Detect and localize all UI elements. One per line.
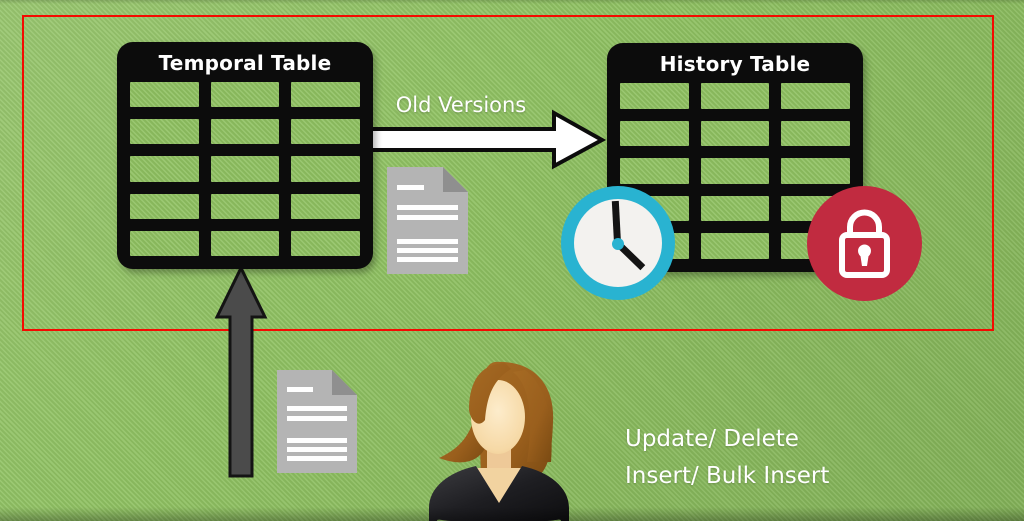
table-cell [781, 83, 850, 109]
actions-line-2: Insert/ Bulk Insert [625, 463, 830, 489]
table-cell [210, 230, 280, 256]
table-cell [700, 158, 770, 184]
table-cell [700, 195, 770, 222]
table-cell [291, 119, 360, 145]
temporal-table: Temporal Table [117, 42, 373, 269]
table-cell [210, 156, 280, 182]
table-cell [130, 119, 199, 145]
temporal-table-grid [130, 82, 360, 256]
right-arrow [369, 109, 607, 170]
table-cell [620, 83, 689, 109]
table-cell [620, 158, 689, 184]
clock-icon [561, 186, 675, 300]
table-cell [130, 156, 199, 182]
table-cell [700, 233, 770, 259]
lock-icon [807, 186, 922, 301]
table-cell [130, 193, 199, 219]
document-icon [277, 370, 357, 473]
table-cell [291, 193, 360, 219]
table-cell [291, 156, 360, 182]
table-cell [291, 82, 360, 108]
table-cell [291, 230, 360, 256]
actions-text: Update/ Delete Insert/ Bulk Insert [625, 421, 829, 495]
up-arrow [214, 265, 268, 478]
table-cell [130, 82, 199, 108]
table-cell [210, 193, 280, 219]
history-table-title: History Table [659, 52, 811, 76]
old-versions-label: Old Versions [395, 93, 527, 117]
temporal-table-title: Temporal Table [158, 51, 332, 75]
table-cell [700, 120, 770, 147]
woman-user-icon [429, 361, 569, 521]
table-cell [620, 120, 689, 147]
table-cell [130, 230, 199, 256]
table-cell [781, 120, 850, 147]
highlight-frame [22, 15, 994, 331]
document-icon [387, 167, 468, 274]
table-cell [700, 83, 770, 109]
table-cell [210, 82, 280, 108]
table-cell [781, 158, 850, 184]
actions-line-1: Update/ Delete [625, 426, 799, 452]
table-cell [210, 119, 280, 145]
